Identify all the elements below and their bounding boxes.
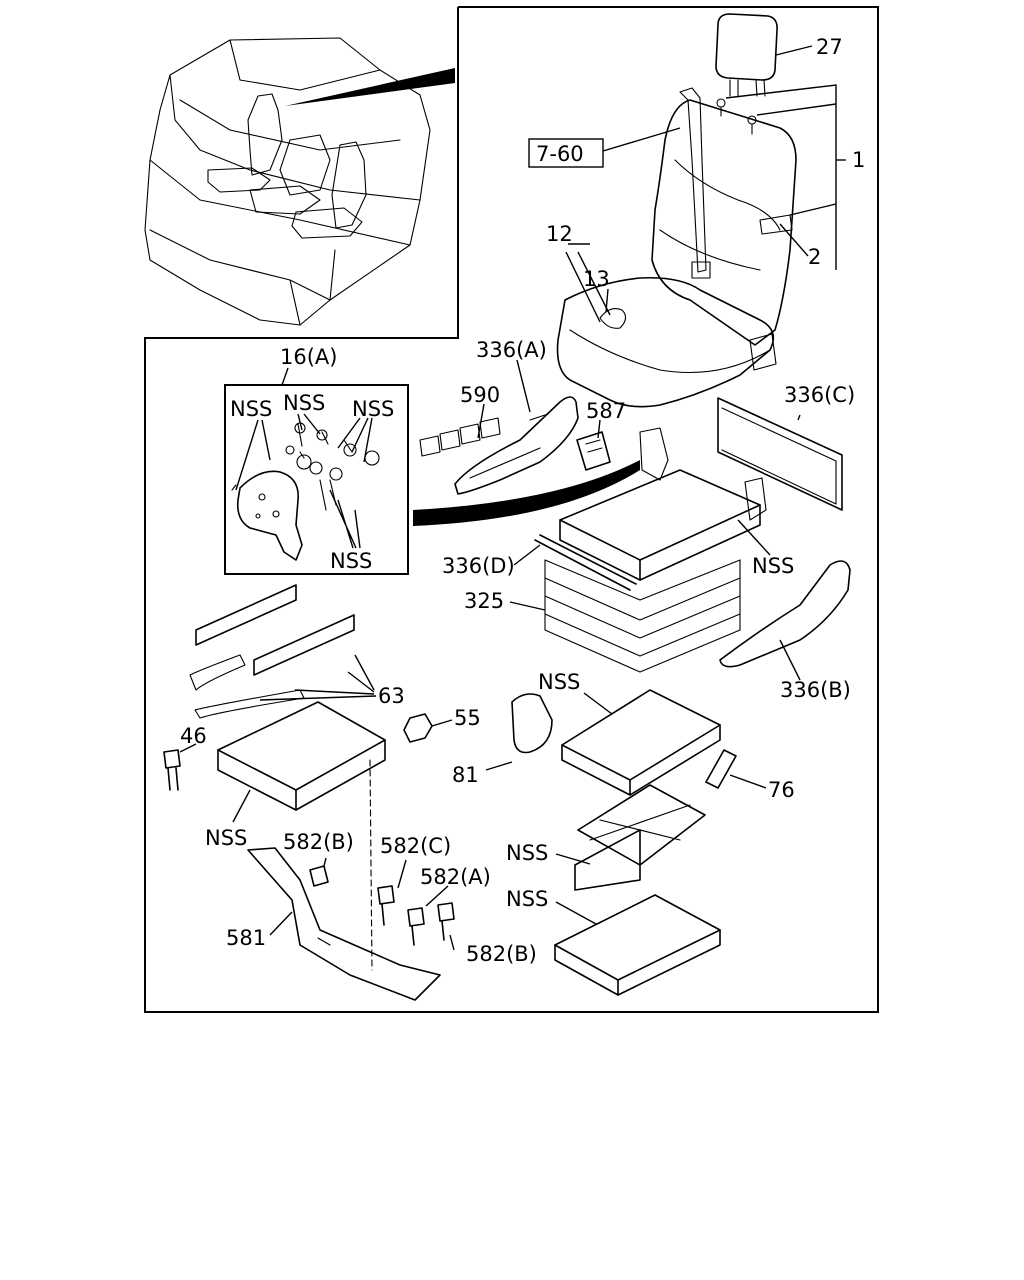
- side-cover-336a-detail: [469, 413, 549, 479]
- label-nss-1: NSS: [230, 397, 272, 421]
- seat-assembly: [556, 13, 797, 408]
- scissor-mechanism: [577, 784, 706, 866]
- label-582b-2: 582(B): [466, 942, 537, 966]
- switch-587: [576, 431, 611, 471]
- scissor-base: [574, 829, 641, 891]
- label-582b-1: 582(B): [283, 830, 354, 854]
- dashed-guide: [369, 759, 373, 971]
- label-nss-4: NSS: [330, 549, 372, 573]
- label-582a: 582(A): [420, 865, 491, 889]
- main-frame: [144, 6, 879, 1013]
- label-336b: 336(B): [780, 678, 851, 702]
- detail-box-16a: [224, 384, 409, 575]
- label-7-60: 7-60: [536, 142, 584, 166]
- base-plate-side: [217, 739, 386, 811]
- switch-587-detail: [585, 439, 603, 453]
- label-2: 2: [808, 245, 821, 269]
- label-55: 55: [454, 706, 481, 730]
- label-nss-3: NSS: [352, 397, 394, 421]
- label-336c: 336(C): [784, 383, 855, 407]
- label-582c: 582(C): [380, 834, 451, 858]
- recliner-detail: [231, 422, 380, 561]
- pointer-wedge: [413, 460, 640, 526]
- label-76: 76: [768, 778, 795, 802]
- label-nss-6: NSS: [538, 670, 580, 694]
- nut-55: [403, 713, 433, 743]
- label-nss-5: NSS: [752, 554, 794, 578]
- label-336a: 336(A): [476, 338, 547, 362]
- bolt-46: [163, 749, 181, 791]
- side-cover-336a: [454, 396, 579, 495]
- bracket-581: [247, 847, 441, 1001]
- side-cover-336b: [719, 560, 851, 668]
- bolt-582b-upper: [309, 865, 329, 887]
- back-panel-336c-detail: [721, 407, 837, 505]
- label-581: 581: [226, 926, 266, 950]
- bracket-581-hole: [317, 937, 331, 946]
- leader-lines: [179, 45, 846, 951]
- label-325: 325: [464, 589, 504, 613]
- seat-frame: [534, 427, 767, 673]
- mech-frame-upper-side: [561, 724, 721, 796]
- label-587: 587: [586, 399, 626, 423]
- damper-76: [705, 749, 737, 789]
- mech-frame-upper: [561, 689, 721, 781]
- back-panel-336c: [717, 397, 843, 511]
- label-63: 63: [378, 684, 405, 708]
- label-46: 46: [180, 724, 207, 748]
- label-nss-7: NSS: [205, 826, 247, 850]
- label-nss-9: NSS: [506, 887, 548, 911]
- label-336d: 336(D): [442, 554, 515, 578]
- label-16a: 16(A): [280, 345, 337, 369]
- label-590: 590: [460, 383, 500, 407]
- label-13: 13: [583, 267, 610, 291]
- bolt-582a: [407, 907, 425, 946]
- label-nss-2: NSS: [283, 391, 325, 415]
- label-12: 12: [546, 222, 573, 246]
- bolt-582b-lower: [437, 902, 455, 941]
- lower-frame: [554, 894, 721, 981]
- label-27: 27: [816, 35, 843, 59]
- bolt-582c: [377, 885, 395, 926]
- air-spring-81: [511, 693, 553, 754]
- ref-box-7-60: [528, 138, 604, 168]
- knob-set-590: [419, 417, 501, 457]
- label-1: 1: [852, 148, 865, 172]
- lower-frame-side: [554, 929, 721, 996]
- base-plate: [217, 701, 386, 791]
- cab-overview: [144, 37, 455, 326]
- label-nss-8: NSS: [506, 841, 548, 865]
- label-81: 81: [452, 763, 479, 787]
